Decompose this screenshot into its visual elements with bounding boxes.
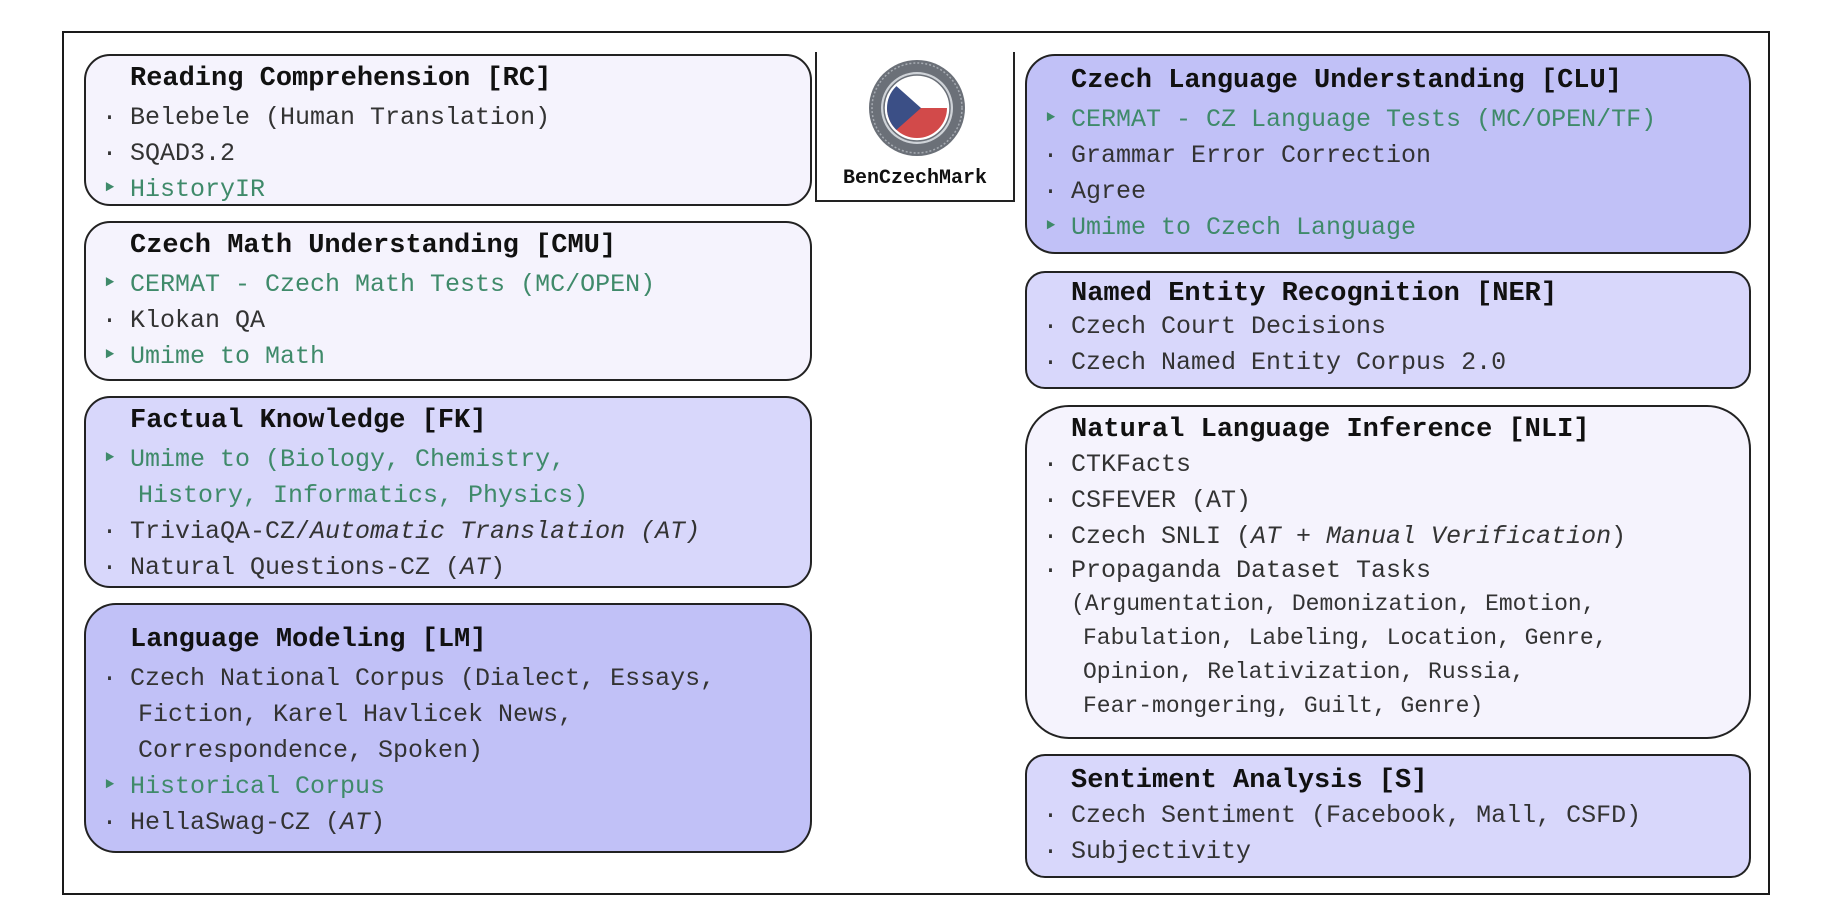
list-item: SQAD3.2 xyxy=(102,136,796,172)
list-item-continuation: (Argumentation, Demonization, Emotion, xyxy=(1071,591,1596,617)
box-title: Sentiment Analysis [S] xyxy=(1071,766,1428,796)
list-item: Umime to Czech Language xyxy=(1043,210,1735,246)
box-title: Named Entity Recognition [NER] xyxy=(1071,279,1558,309)
list-item: Klokan QA xyxy=(102,303,796,339)
reading-comprehension-box: Reading Comprehension [RC] Belebele (Hum… xyxy=(84,54,812,206)
list-item: CSFEVER (AT) xyxy=(1043,483,1735,519)
czech-math-understanding-box: Czech Math Understanding [CMU] CERMAT - … xyxy=(84,221,812,381)
list-item: Czech Named Entity Corpus 2.0 xyxy=(1043,345,1735,381)
list-item: Historical Corpus xyxy=(102,769,796,805)
list-item: Umime to Math xyxy=(102,339,796,375)
list-item: Czech Sentiment (Facebook, Mall, CSFD) xyxy=(1043,798,1735,834)
list-item: Czech SNLI (AT + Manual Verification) xyxy=(1043,519,1735,555)
box-title: Factual Knowledge [FK] xyxy=(130,406,487,436)
box-title: Czech Language Understanding [CLU] xyxy=(1071,66,1622,96)
natural-language-inference-box: Natural Language Inference [NLI] CTKFact… xyxy=(1025,405,1751,739)
benczechmark-logo: BenCzechMark xyxy=(815,52,1015,202)
list-item: Agree xyxy=(1043,174,1735,210)
list-item: HistoryIR xyxy=(102,172,796,204)
named-entity-recognition-box: Named Entity Recognition [NER] Czech Cou… xyxy=(1025,271,1751,389)
czech-seal-icon xyxy=(869,60,965,156)
list-item: CERMAT - Czech Math Tests (MC/OPEN) xyxy=(102,267,796,303)
list-item: TriviaQA-CZ/Automatic Translation (AT) xyxy=(102,514,796,550)
list-item: CERMAT - CZ Language Tests (MC/OPEN/TF) xyxy=(1043,102,1735,138)
box-title: Language Modeling [LM] xyxy=(130,625,487,655)
list-item-continuation: Fabulation, Labeling, Location, Genre, xyxy=(1083,625,1608,651)
list-item-continuation: Opinion, Relativization, Russia, xyxy=(1083,659,1525,685)
list-item-continuation: History, Informatics, Physics) xyxy=(138,481,589,510)
box-title: Czech Math Understanding [CMU] xyxy=(130,231,617,261)
list-item: Umime to (Biology, Chemistry, xyxy=(102,442,796,478)
factual-knowledge-box: Factual Knowledge [FK] Umime to (Biology… xyxy=(84,396,812,588)
list-item: Belebele (Human Translation) xyxy=(102,100,796,136)
list-item: Grammar Error Correction xyxy=(1043,138,1735,174)
list-item: CTKFacts xyxy=(1043,447,1735,483)
list-item: Czech Court Decisions xyxy=(1043,309,1735,345)
diagram-frame xyxy=(62,31,1770,895)
list-item: Czech National Corpus (Dialect, Essays, xyxy=(102,661,796,697)
list-item-continuation: Fiction, Karel Havlicek News, xyxy=(138,700,574,729)
list-item: Subjectivity xyxy=(1043,834,1735,870)
box-title: Natural Language Inference [NLI] xyxy=(1071,415,1590,445)
list-item: Propaganda Dataset Tasks xyxy=(1043,555,1735,587)
box-title: Reading Comprehension [RC] xyxy=(130,64,552,94)
logo-label: BenCzechMark xyxy=(842,167,988,190)
czech-language-understanding-box: Czech Language Understanding [CLU] CERMA… xyxy=(1025,54,1751,254)
language-modeling-box: Language Modeling [LM] Czech National Co… xyxy=(84,603,812,853)
sentiment-analysis-box: Sentiment Analysis [S] Czech Sentiment (… xyxy=(1025,754,1751,878)
list-item-continuation: Fear-mongering, Guilt, Genre) xyxy=(1083,693,1484,719)
list-item: Natural Questions-CZ (AT) xyxy=(102,550,796,586)
list-item-continuation: Correspondence, Spoken) xyxy=(138,736,484,765)
list-item: HellaSwag-CZ (AT) xyxy=(102,805,796,841)
